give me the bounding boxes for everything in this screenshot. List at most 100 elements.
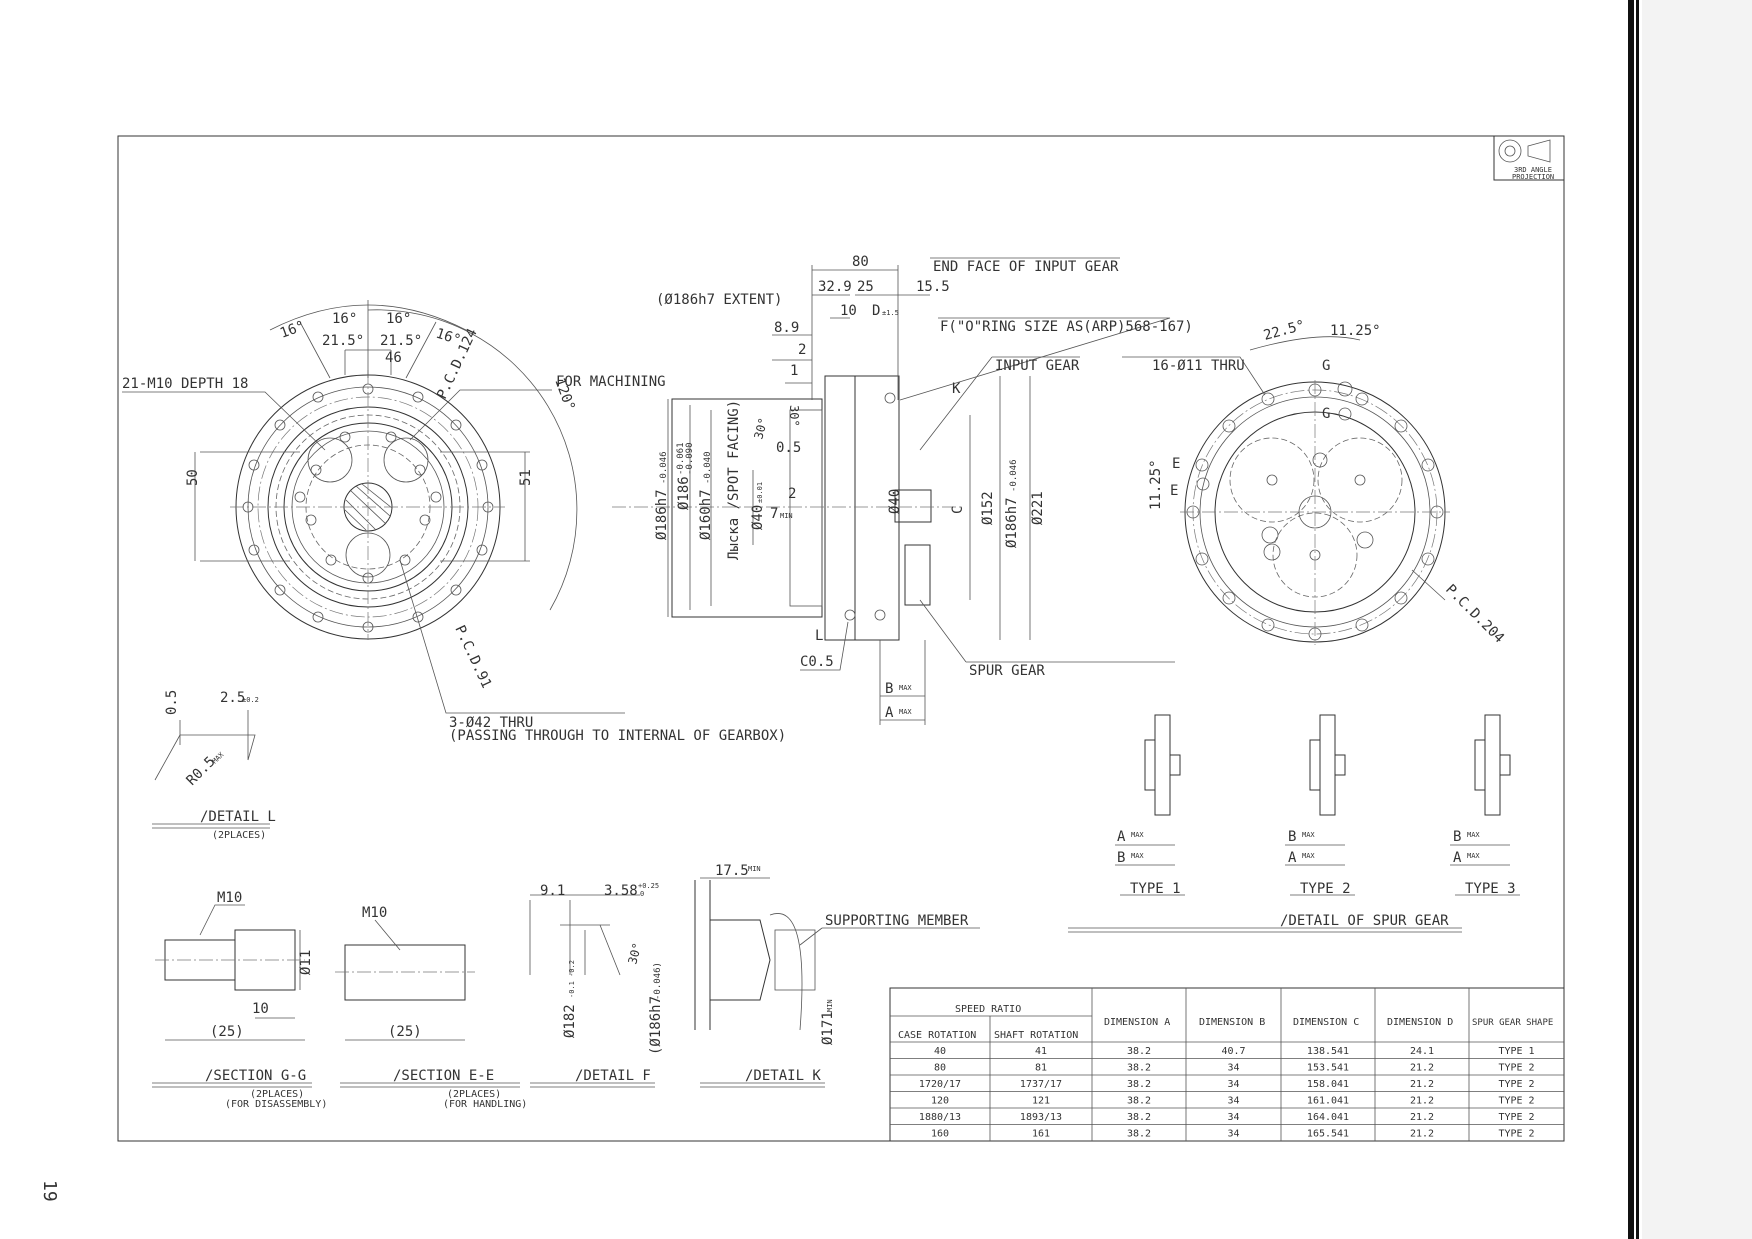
detail-k-d171-min: MIN: [826, 999, 834, 1012]
tap-holes-label: 21-M10 DEPTH 18: [122, 376, 248, 392]
side-dim-80: 80: [852, 254, 869, 270]
spur-gear-label: SPUR GEAR: [969, 663, 1045, 679]
side-dim-8.9: 8.9: [774, 320, 799, 336]
spur-type-1-bottom: B: [1117, 850, 1125, 866]
table-group-header: SPEED RATIO: [955, 1004, 1021, 1015]
label-L: L: [815, 628, 823, 644]
end-face-label: END FACE OF INPUT GEAR: [933, 259, 1119, 275]
front-dim-51: 51: [518, 469, 534, 486]
section-g-places: (2PLACES): [250, 1089, 304, 1100]
section-e-places: (2PLACES): [447, 1089, 501, 1100]
spur-type-2-top: B: [1288, 829, 1296, 845]
table-cell: 38.2: [1127, 1046, 1151, 1057]
table-cell: 160: [931, 1129, 949, 1140]
thru-holes-label-1: 3-Ø42 THRU: [449, 715, 533, 731]
spur-type-1-name: TYPE 1: [1130, 881, 1181, 897]
side-angle-30a: 30°: [787, 405, 801, 427]
front-half-angle-1: 21.5°: [322, 333, 364, 349]
front-angle-3: 16°: [386, 311, 411, 327]
spur-type-3-top: B: [1453, 829, 1461, 845]
rear-label-E2: E: [1170, 483, 1178, 499]
detail-l-title: /DETAIL L: [200, 809, 276, 825]
side-dim-7-min: MIN: [780, 512, 793, 520]
rear-view: 22.5° 11.25° 16-Ø11 THRU G G E E 11.25° …: [1122, 317, 1507, 646]
spur-type-1-bottom-max: MAX: [1131, 852, 1144, 860]
side-d186b-tol: -0.061: [676, 442, 686, 475]
side-d186-tol: -0.046: [659, 451, 669, 484]
table-cell: 40.7: [1221, 1046, 1245, 1057]
side-view: 80 32.9 25 15.5 10 D ±1.5 8.9 2 1 0.5 2 …: [612, 254, 1193, 725]
detail-f-dim-9.1: 9.1: [540, 883, 565, 899]
table-cell: 1720/17: [919, 1079, 961, 1090]
section-e-m10: M10: [362, 905, 387, 921]
speed-ratio-table: SPEED RATIO CASE ROTATION SHAFT ROTATION…: [889, 987, 1565, 1142]
rear-angle-11.25: 11.25°: [1330, 323, 1381, 339]
section-g-dim-25: (25): [210, 1024, 244, 1040]
table-cell: 21.2: [1410, 1129, 1434, 1140]
detail-k-dim-17.5: 17.5: [715, 863, 749, 879]
table-cell: 41: [1035, 1046, 1047, 1057]
rear-bolt-holes: [1186, 381, 1444, 641]
table-cell: 1880/13: [919, 1112, 961, 1123]
table-header-dim-b: DIMENSION B: [1199, 1017, 1265, 1028]
spur-type-2-bottom-max: MAX: [1302, 852, 1315, 860]
section-g-purpose: (FOR DISASSEMBLY): [225, 1099, 327, 1110]
side-dim-0.5: 0.5: [776, 440, 801, 456]
page-right-margin: [1642, 0, 1752, 1239]
table-cell: 38.2: [1127, 1129, 1151, 1140]
section-g-g: M10 Ø11 10 (25) /SECTION G-G (2PLACES) (…: [152, 890, 327, 1110]
table-cell: 158.041: [1307, 1079, 1349, 1090]
side-d40-tol: ±0.01: [756, 482, 764, 503]
table-cell: 40: [934, 1046, 946, 1057]
table-cell: 21.2: [1410, 1079, 1434, 1090]
rear-label-G1: G: [1322, 358, 1330, 374]
page-binding-border: [1628, 0, 1634, 1239]
front-angle-4: 16°: [434, 326, 463, 349]
page-binding-border-inner: [1636, 0, 1639, 1239]
side-d186b-tol2: -0.090: [685, 442, 695, 475]
table-cell: 21.2: [1410, 1096, 1434, 1107]
spur-type-3-bottom: A: [1453, 850, 1462, 866]
spur-type-3-top-max: MAX: [1467, 831, 1480, 839]
table-cell: 165.541: [1307, 1129, 1349, 1140]
table-cell: 1737/17: [1020, 1079, 1062, 1090]
side-dim-B: B: [885, 681, 893, 697]
table-cell: TYPE 2: [1498, 1079, 1534, 1090]
table-cell: 24.1: [1410, 1046, 1434, 1057]
side-dim-25: 25: [857, 279, 874, 295]
side-dim-D: D: [872, 303, 880, 319]
detail-l-places: (2PLACES): [212, 830, 266, 841]
table-cell: 38.2: [1127, 1112, 1151, 1123]
side-dim-D-tol: ±1.5: [882, 309, 899, 317]
section-g-dim-10: 10: [252, 1001, 269, 1017]
detail-k: 17.5 MIN SUPPORTING MEMBER Ø171 MIN /DET…: [694, 863, 980, 1088]
section-g-d11: Ø11: [298, 950, 314, 975]
section-e-dim-25: (25): [388, 1024, 422, 1040]
detail-l-dim-0.5: 0.5: [164, 690, 180, 715]
detail-f: 9.1 3.58 +0.25 0 Ø182 -0.1 -0.2 (Ø186h7 …: [529, 882, 664, 1088]
side-dim-2a: 2: [798, 342, 806, 358]
side-dim-A-max: MAX: [899, 708, 912, 716]
side-dim-15.5: 15.5: [916, 279, 950, 295]
detail-l-dim-2.5: 2.5: [220, 690, 245, 706]
table-cell: 34: [1227, 1063, 1239, 1074]
table-cell: 34: [1227, 1112, 1239, 1123]
table-cell: 138.541: [1307, 1046, 1349, 1057]
page-number: 19: [39, 1180, 60, 1202]
table-cell: TYPE 2: [1498, 1063, 1534, 1074]
spur-type-2: B MAX A MAX TYPE 2: [1285, 714, 1355, 897]
table-cell: 153.541: [1307, 1063, 1349, 1074]
section-e-title: /SECTION E-E: [393, 1068, 494, 1084]
detail-l-radius-max: MAX: [211, 750, 226, 765]
detail-f-d182-tol: -0.1 -0.2: [568, 960, 576, 998]
table-cell: TYPE 2: [1498, 1096, 1534, 1107]
rear-angle-11.25b: 11.25°: [1148, 459, 1164, 510]
chamfer-label: C0.5: [800, 654, 834, 670]
side-d186c: Ø186h7: [1004, 497, 1020, 548]
spur-type-1-top: A: [1117, 829, 1126, 845]
projection-symbol: 3RD ANGLE PROJECTION: [1493, 135, 1565, 181]
side-extent-label: (Ø186h7 EXTENT): [656, 292, 782, 308]
front-view: 16° 16° 16° 16° 21.5° 21.5° 46 P.C.D.124…: [122, 300, 786, 744]
table-cell: 38.2: [1127, 1096, 1151, 1107]
